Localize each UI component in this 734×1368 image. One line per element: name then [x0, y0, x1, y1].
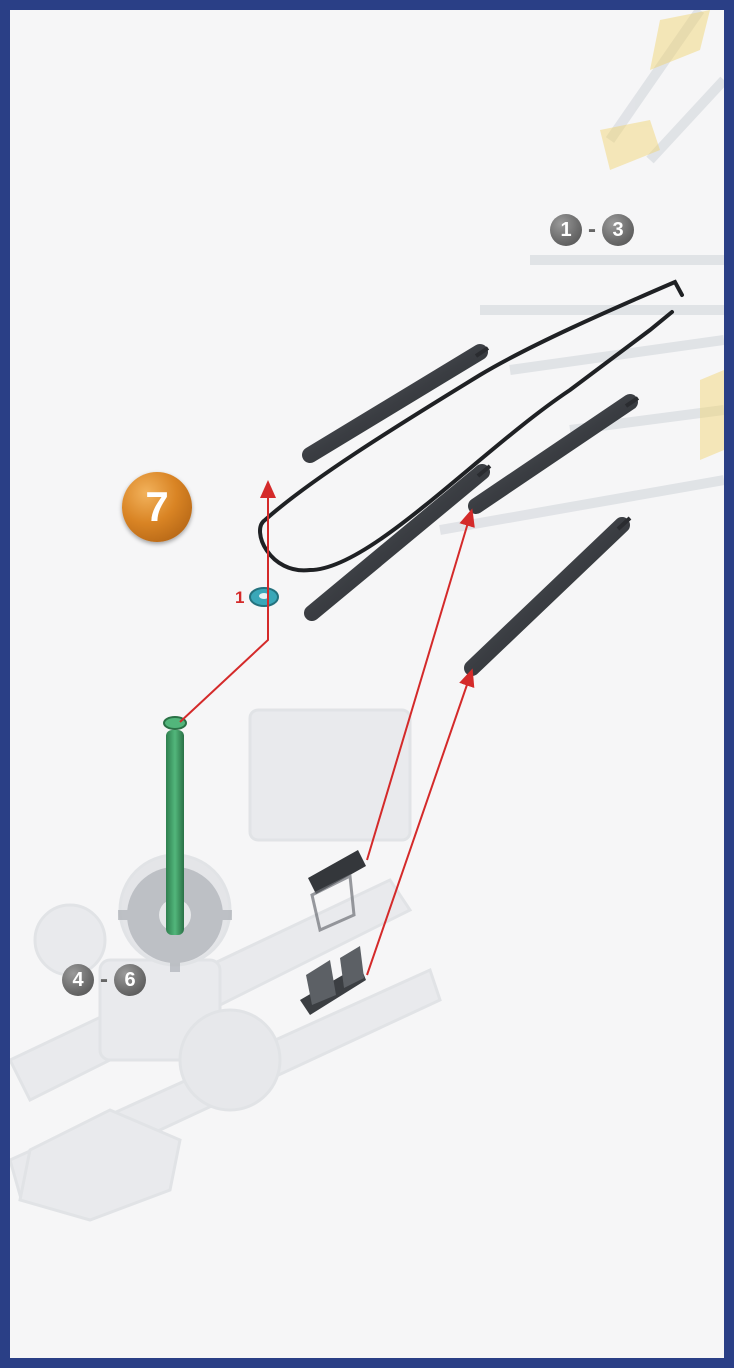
teal-washer — [250, 588, 278, 606]
instruction-page: 7 1 - 3 4 - 6 1 — [10, 10, 724, 1358]
green-rod — [164, 717, 186, 935]
range-bottom-from: 4 — [62, 964, 94, 996]
range-bottom-to: 6 — [114, 964, 146, 996]
range-label-top: 1 - 3 — [550, 214, 634, 246]
background-frame-upper — [440, 10, 724, 530]
assembly-diagram — [10, 10, 724, 1358]
grey-rod-1 — [310, 348, 488, 455]
range-top-from: 1 — [550, 214, 582, 246]
range-top-to: 3 — [602, 214, 634, 246]
step-number-badge: 7 — [122, 472, 192, 542]
part-quantity-label: 1 — [235, 588, 244, 608]
range-label-bottom: 4 - 6 — [62, 964, 146, 996]
range-top-dash: - — [588, 216, 596, 244]
grey-rod-3 — [476, 398, 638, 506]
range-bottom-dash: - — [100, 966, 108, 994]
grey-rod-4 — [472, 518, 630, 668]
